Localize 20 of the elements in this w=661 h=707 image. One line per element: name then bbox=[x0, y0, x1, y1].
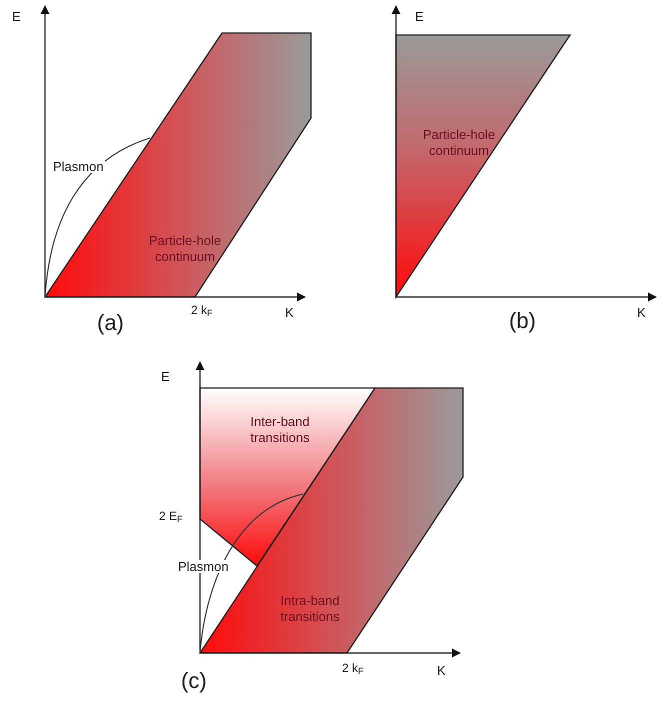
axis-label: 2 k$_{F}$ bbox=[190, 304, 214, 316]
axis-label: Plasmon bbox=[177, 560, 230, 573]
axis-label: K bbox=[284, 306, 295, 319]
axis-label: E bbox=[160, 370, 171, 383]
region-label: Particle-hole continuum bbox=[422, 127, 496, 159]
shaded-region bbox=[45, 33, 311, 297]
axis-label: (b) bbox=[508, 310, 537, 332]
region-label: Particle-hole continuum bbox=[148, 233, 222, 265]
shaded-region bbox=[396, 35, 570, 297]
axis-label: E bbox=[414, 10, 425, 23]
region-label: Inter-band transitions bbox=[249, 414, 311, 446]
axis-label: 2 E$_{F}$ bbox=[158, 510, 184, 522]
axis-label: (c) bbox=[180, 670, 208, 692]
axis-label: K bbox=[636, 306, 647, 319]
region-label: Intra-band transitions bbox=[279, 593, 341, 625]
axis-label: (a) bbox=[96, 312, 125, 334]
axis-label: Plasmon bbox=[52, 160, 105, 173]
axis-label: K bbox=[436, 664, 447, 677]
axis-label: E bbox=[11, 10, 22, 23]
axis-label: 2 k$_{F}$ bbox=[341, 662, 365, 674]
